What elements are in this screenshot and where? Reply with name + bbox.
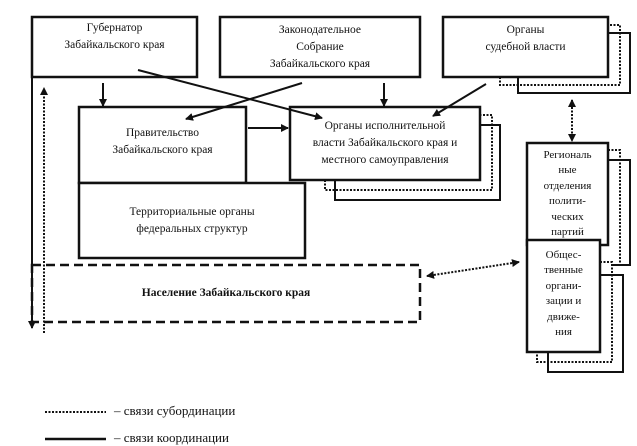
- parties-label: Региональ ные отделения полити- ческих п…: [543, 148, 592, 239]
- executive-label: Органы исполнительной власти Забайкальск…: [312, 120, 458, 166]
- government-label: Правительство Забайкальского края: [112, 127, 213, 156]
- executive-shadow-dotted: [324, 114, 493, 191]
- parties-box: [525, 141, 610, 247]
- courts-label: Органы судебной власти: [485, 24, 566, 53]
- arrow-courts-executive: [432, 83, 487, 117]
- territorial-box: [77, 181, 307, 260]
- population-label: Население Забайкальского края: [141, 287, 311, 299]
- legislative-box: [218, 15, 422, 79]
- public-orgs-label: Общес- твенные органи- зации и движе- ни…: [544, 248, 583, 339]
- public-orgs-box: [525, 238, 602, 354]
- courts-box: [441, 15, 610, 79]
- courts-shadow-dotted: [499, 24, 621, 86]
- arrow-population-orgs: [426, 259, 520, 279]
- territorial-label: Территориальные органы федеральных струк…: [129, 206, 255, 235]
- courts-shadow-solid: [517, 32, 631, 94]
- parties-shadow-dotted: [608, 149, 621, 265]
- arrow-legislative-government: [185, 82, 303, 121]
- orgs-shadow-dotted: [536, 261, 613, 363]
- executive-shadow-solid: [334, 124, 501, 201]
- orgs-shadow-solid: [547, 274, 624, 373]
- governor-label: Губернатор Забайкальского края: [64, 22, 165, 51]
- arrow-governor-executive: [137, 69, 323, 121]
- legislative-label: Законодательное Собрание Забайкальского …: [269, 23, 371, 70]
- legend-solid-label: – связи координации: [114, 430, 229, 445]
- governor-box: [30, 15, 199, 79]
- legend-dotted-label: – связи субординации: [114, 403, 236, 418]
